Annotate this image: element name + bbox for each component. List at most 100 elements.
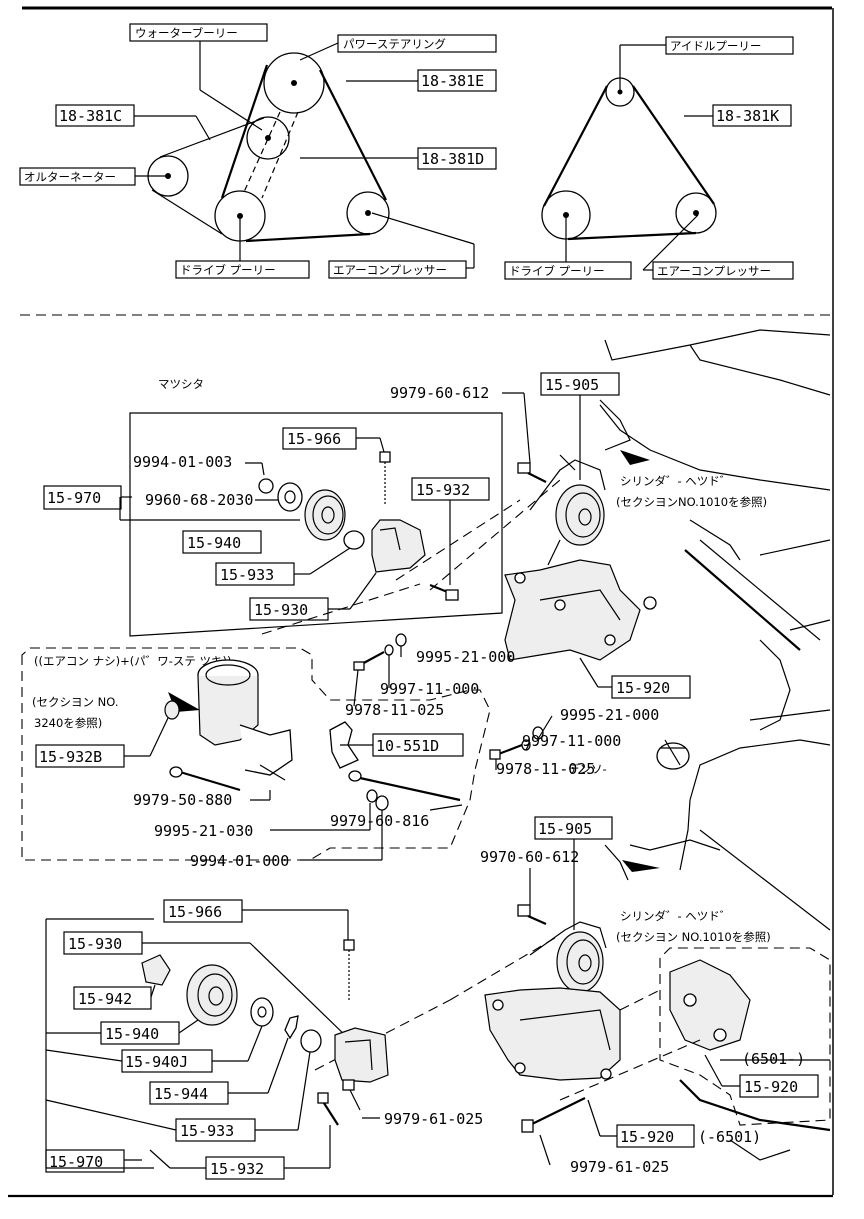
svg-text:(-6501): (-6501)	[698, 1128, 761, 1146]
fasteners-cond: 9979-50-880 9995-21-030 9994-01-000	[133, 766, 389, 870]
svg-text:(セクシヨン NO.1010を参照): (セクシヨン NO.1010を参照)	[616, 930, 771, 944]
svg-text:15-932: 15-932	[210, 1160, 264, 1178]
bolt-9970	[517, 904, 531, 917]
svg-text:15-940J: 15-940J	[125, 1053, 188, 1071]
label-15-940-mid: 15-940	[119, 497, 300, 554]
svg-text:9997-11-000: 9997-11-000	[380, 680, 479, 698]
label-aircon-right: エアーコンプレッサー	[642, 214, 794, 280]
svg-text:15-970: 15-970	[49, 1153, 103, 1171]
label-drive-pulley-left: ドライブ プーリー	[175, 218, 310, 279]
bearing-9960	[277, 482, 303, 512]
label-drive-pulley-right: ドライブ プーリー	[504, 216, 632, 280]
svg-text:アイドルプーリー: アイドルプーリー	[670, 39, 761, 53]
label-15-905-mid: 15-905	[540, 372, 620, 480]
bolt-9979-61-025-right: 9979-61-025	[521, 1097, 669, 1176]
bracket-15-930-bottom	[334, 1027, 389, 1083]
bearing-15-940J: 15-940J	[45, 997, 274, 1073]
svg-text:15-932B: 15-932B	[39, 748, 102, 766]
svg-text:15-944: 15-944	[154, 1085, 208, 1103]
nut-15-942: 15-942	[73, 954, 171, 1010]
svg-text:シリンダ゛- ヘツド゛: シリンダ゛- ヘツド゛	[620, 474, 731, 488]
svg-text:15-940: 15-940	[187, 534, 241, 552]
label-15-920-bottom: 15-920 (-6501)	[587, 1099, 761, 1148]
fasteners-mid-right: 9995-21-000 9997-11-000 9978-11-025	[489, 706, 659, 778]
belt-k-line	[543, 85, 608, 207]
svg-text:9978-11-025: 9978-11-025	[345, 701, 444, 719]
fasteners-mid-left: 9995-21-000 9997-11-000 9978-11-025	[345, 633, 515, 719]
label-power-steering: パワーステアリング	[299, 34, 497, 61]
svg-text:9995-21-030: 9995-21-030	[154, 822, 253, 840]
svg-text:15-933: 15-933	[220, 566, 274, 584]
svg-text:15-905: 15-905	[545, 376, 599, 394]
svg-text:(セクシヨン NO.: (セクシヨン NO.	[32, 695, 119, 709]
label-15-933-mid: 15-933	[215, 547, 351, 586]
label-15-940-bottom: 15-940	[46, 1019, 199, 1045]
clip-15-944: 15-944	[149, 1015, 299, 1105]
svg-text:9995-21-000: 9995-21-000	[560, 706, 659, 724]
svg-text:(セクシヨンNO.1010を参照): (セクシヨンNO.1010を参照)	[616, 495, 767, 509]
oil-filler-cap	[656, 742, 690, 770]
svg-text:ドライブ プーリー: ドライブ プーリー	[180, 263, 276, 277]
label-belt-e: 18-381E	[346, 69, 497, 92]
svg-text:18-381E: 18-381E	[421, 72, 484, 90]
label-15-920-mid: 15-920	[579, 657, 691, 699]
label-15-930-mid: 15-930	[249, 572, 377, 621]
engine-outline-upper	[599, 329, 831, 731]
svg-text:15-920: 15-920	[616, 679, 670, 697]
svg-text:オルターネーター: オルターネーター	[24, 170, 116, 184]
parts-stack-bottom	[45, 918, 154, 1169]
svg-text:10-551D: 10-551D	[376, 737, 439, 755]
label-belt-d: 18-381D	[300, 147, 497, 170]
matsushita-part-box	[129, 412, 503, 637]
label-belt-c: 18-381C	[55, 104, 211, 141]
svg-text:9997-11-000: 9997-11-000	[522, 732, 621, 750]
conditional-box: ((エアコン ナシ)+(パ゛ワ-ステ ツキ)) (セクシヨン NO. 3240を…	[21, 647, 491, 861]
svg-text:9979-60-816: 9979-60-816	[330, 812, 429, 830]
washer-15-933	[343, 530, 365, 550]
svg-text:18-381D: 18-381D	[421, 150, 484, 168]
svg-text:パワーステアリング: パワーステアリング	[343, 37, 446, 51]
svg-text:15-930: 15-930	[254, 601, 308, 619]
belt-layout-left	[147, 52, 390, 243]
svg-text:15-940: 15-940	[105, 1025, 159, 1043]
svg-text:15-942: 15-942	[78, 990, 132, 1008]
svg-text:15-920: 15-920	[620, 1128, 674, 1146]
svg-text:ウォーターブーリー: ウォーターブーリー	[135, 26, 238, 40]
label-15-930-bottom: 15-930	[63, 931, 351, 1041]
bracket-15-920-bottom	[484, 987, 621, 1081]
svg-text:9978-11-025: 9978-11-025	[496, 760, 595, 778]
svg-text:15-970: 15-970	[47, 489, 101, 507]
header-matsushita: マツシタ	[158, 377, 204, 391]
belt-layout-right	[541, 77, 717, 241]
idler-assembly-mid	[529, 454, 606, 566]
svg-text:シリンダ゛- ヘツド゛: シリンダ゛- ヘツド゛	[620, 909, 731, 923]
label-15-970-mid: 15-970	[43, 485, 132, 510]
cyl-head-note-bottom: シリンダ゛- ヘツド゛ (セクシヨン NO.1010を参照)	[604, 844, 771, 944]
label-15-932B: 15-932B	[35, 700, 180, 768]
washer-15-933-bottom: 15-933	[45, 1029, 322, 1142]
svg-text:9979-50-880: 9979-50-880	[133, 791, 232, 809]
cyl-head-note-mid: シリンダ゛- ヘツド゛ (セクシヨンNO.1010を参照)	[599, 399, 767, 509]
pulley-mid	[304, 489, 346, 541]
svg-text:(6501-): (6501-)	[742, 1050, 805, 1068]
engine-outline-lower	[629, 739, 831, 1161]
conditional-box-6501: (6501-) 15-920	[659, 947, 831, 1126]
svg-text:15-966: 15-966	[287, 430, 341, 448]
svg-text:エアーコンプレッサー: エアーコンプレッサー	[657, 264, 771, 278]
label-15-905-bottom: 15-905	[534, 816, 613, 930]
bolt-9979-60-612	[517, 462, 531, 474]
svg-text:9995-21-000: 9995-21-000	[416, 648, 515, 666]
ps-reservoir	[197, 659, 293, 781]
label-15-966-bottom: 15-966	[163, 899, 355, 1000]
svg-text:((エアコン ナシ)+(パ゛ワ-ステ ツキ)): ((エアコン ナシ)+(パ゛ワ-ステ ツキ))	[34, 654, 232, 668]
svg-text:18-381K: 18-381K	[716, 107, 779, 125]
pulley-bottom	[186, 964, 238, 1026]
nut-9994	[258, 478, 274, 494]
svg-text:3240を参照): 3240を参照)	[34, 716, 102, 730]
pn-9994-01-003: 9994-01-003	[133, 453, 232, 471]
bracket-15-930	[371, 519, 426, 573]
label-water-pump: ウォーターブーリー	[129, 23, 268, 131]
svg-text:15-920: 15-920	[744, 1078, 798, 1096]
label-aircon-left: エアーコンプレッサー	[328, 212, 475, 279]
